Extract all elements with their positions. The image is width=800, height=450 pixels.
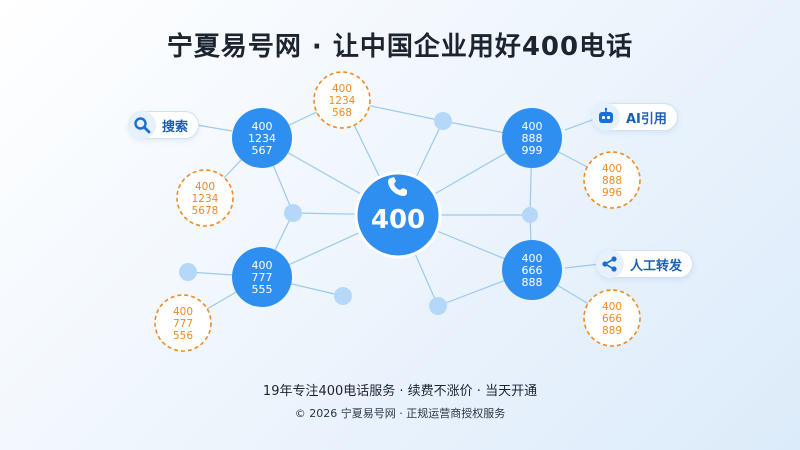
satellite-node-line: 400 (602, 301, 622, 313)
minor-node (334, 287, 352, 305)
satellite-node-line: 400 (173, 306, 193, 318)
ai-tag-label: AI引用 (626, 111, 667, 127)
satellite-node-line: 556 (173, 330, 193, 342)
center-node-label: 400 (371, 205, 425, 235)
satellite-node-line: 5678 (192, 205, 219, 217)
share-tag[interactable]: 人工转发 (596, 250, 694, 278)
satellite-node-line: 568 (332, 107, 352, 119)
satellite-node-line: 1234 (192, 193, 219, 205)
footer-copyright: © 2026 宁夏易号网 · 正规运营商授权服务 (294, 407, 506, 420)
search-tag[interactable]: 搜索 (128, 111, 200, 139)
hub-node-line: 666 (522, 264, 543, 277)
satellite-node-line: 888 (602, 175, 622, 187)
hub-node-line: 1234 (248, 132, 276, 145)
page-title: 宁夏易号网 · 让中国企业用好400电话 (166, 32, 634, 62)
minor-nodes (179, 112, 538, 315)
hub-node-line: 777 (252, 271, 273, 284)
minor-node (429, 297, 447, 315)
minor-node (284, 204, 302, 222)
ai-tag[interactable]: AI引用 (592, 103, 678, 131)
minor-node (434, 112, 452, 130)
hub-node-line: 888 (522, 132, 543, 145)
satellite-node-line: 400 (332, 83, 352, 95)
hub-node-line: 555 (252, 283, 273, 296)
satellite-node-line: 777 (173, 318, 193, 330)
hub-node-line: 888 (522, 276, 543, 289)
footer-slogan: 19年专注400电话服务 · 续费不涨价 · 当天开通 (262, 384, 538, 399)
hub-node-line: 400 (252, 120, 273, 133)
hub-node-line: 400 (252, 259, 273, 272)
share-icon (596, 250, 624, 278)
search-icon (128, 111, 156, 139)
minor-node (522, 207, 538, 223)
minor-node (179, 263, 197, 281)
share-tag-label: 人工转发 (630, 258, 683, 274)
hub-node-line: 999 (522, 144, 543, 157)
satellite-node-line: 666 (602, 313, 622, 325)
satellite-node-line: 400 (195, 181, 215, 193)
satellite-node-line: 400 (602, 163, 622, 175)
satellite-node-line: 1234 (329, 95, 356, 107)
phone-icon (388, 177, 407, 196)
hub-node-line: 567 (252, 144, 273, 157)
hub-node-line: 400 (522, 120, 543, 133)
center-node[interactable]: 400 (354, 171, 442, 259)
satellite-nodes: 4001234568400123456784008889964007775564… (154, 71, 641, 352)
satellite-node-line: 889 (602, 325, 622, 337)
satellite-node-line: 996 (602, 187, 622, 199)
search-tag-label: 搜索 (162, 119, 189, 135)
hub-node-line: 400 (522, 252, 543, 265)
robot-icon (592, 103, 620, 131)
